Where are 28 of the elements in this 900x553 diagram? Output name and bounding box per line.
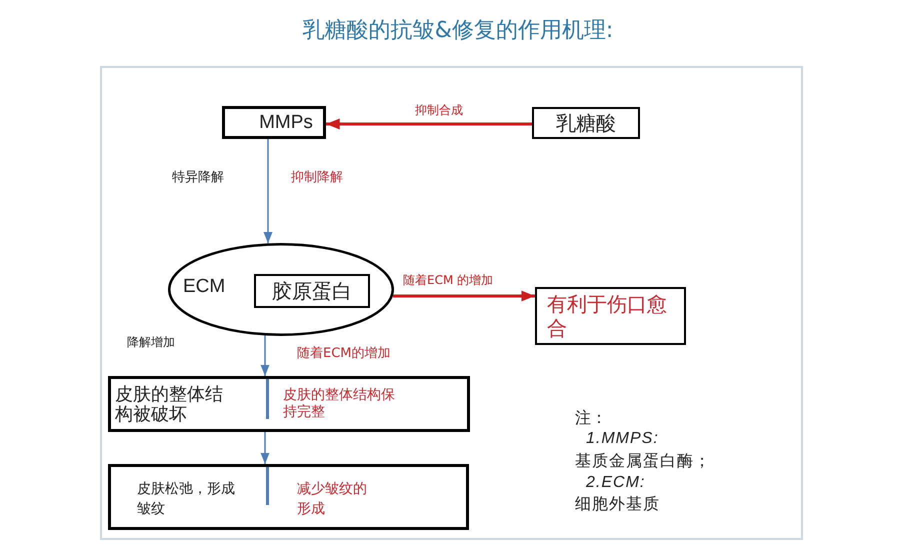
result-box: 有利于伤口愈合 [535, 287, 686, 345]
edge-label: 随着ECM 的增加 [403, 273, 494, 288]
edge-label: 抑制合成 [415, 103, 463, 118]
process-box: 胶原蛋白 [254, 274, 370, 308]
box-note: 减少皱纹的形成 [297, 480, 368, 519]
process-box: MMPs [222, 106, 326, 139]
box-text: 皮肤的整体结构被破坏 [115, 385, 224, 425]
arrow-note: 降解增加 [127, 335, 175, 350]
arrow [260, 432, 270, 464]
process-box: 乳糖酸 [532, 107, 640, 139]
note-heading: 注： [575, 408, 607, 428]
box-note: 皮肤的整体结构保持完整 [283, 387, 396, 421]
box-text: 皮肤松弛，形成皱纹 [137, 480, 236, 519]
process-box [108, 376, 470, 432]
process-box [108, 464, 469, 530]
arrow [392, 290, 535, 302]
arrow-note: 抑制降解 [291, 170, 343, 186]
arrow [326, 118, 532, 130]
edge-label: 随着ECM的增加 [297, 346, 391, 362]
note-text: 基质金属蛋白酶； [575, 451, 711, 470]
note-text: 2.ECM: [586, 473, 646, 492]
note-text: 1.MMPS: [586, 429, 659, 448]
note-text: 细胞外基质 [575, 494, 660, 514]
title: 乳糖酸的抗皱&修复的作用机理: [302, 17, 614, 45]
edge-label: 特异降解 [172, 170, 224, 186]
arrow [264, 139, 272, 244]
ellipse-label: ECM [183, 276, 226, 299]
arrow [260, 336, 270, 376]
